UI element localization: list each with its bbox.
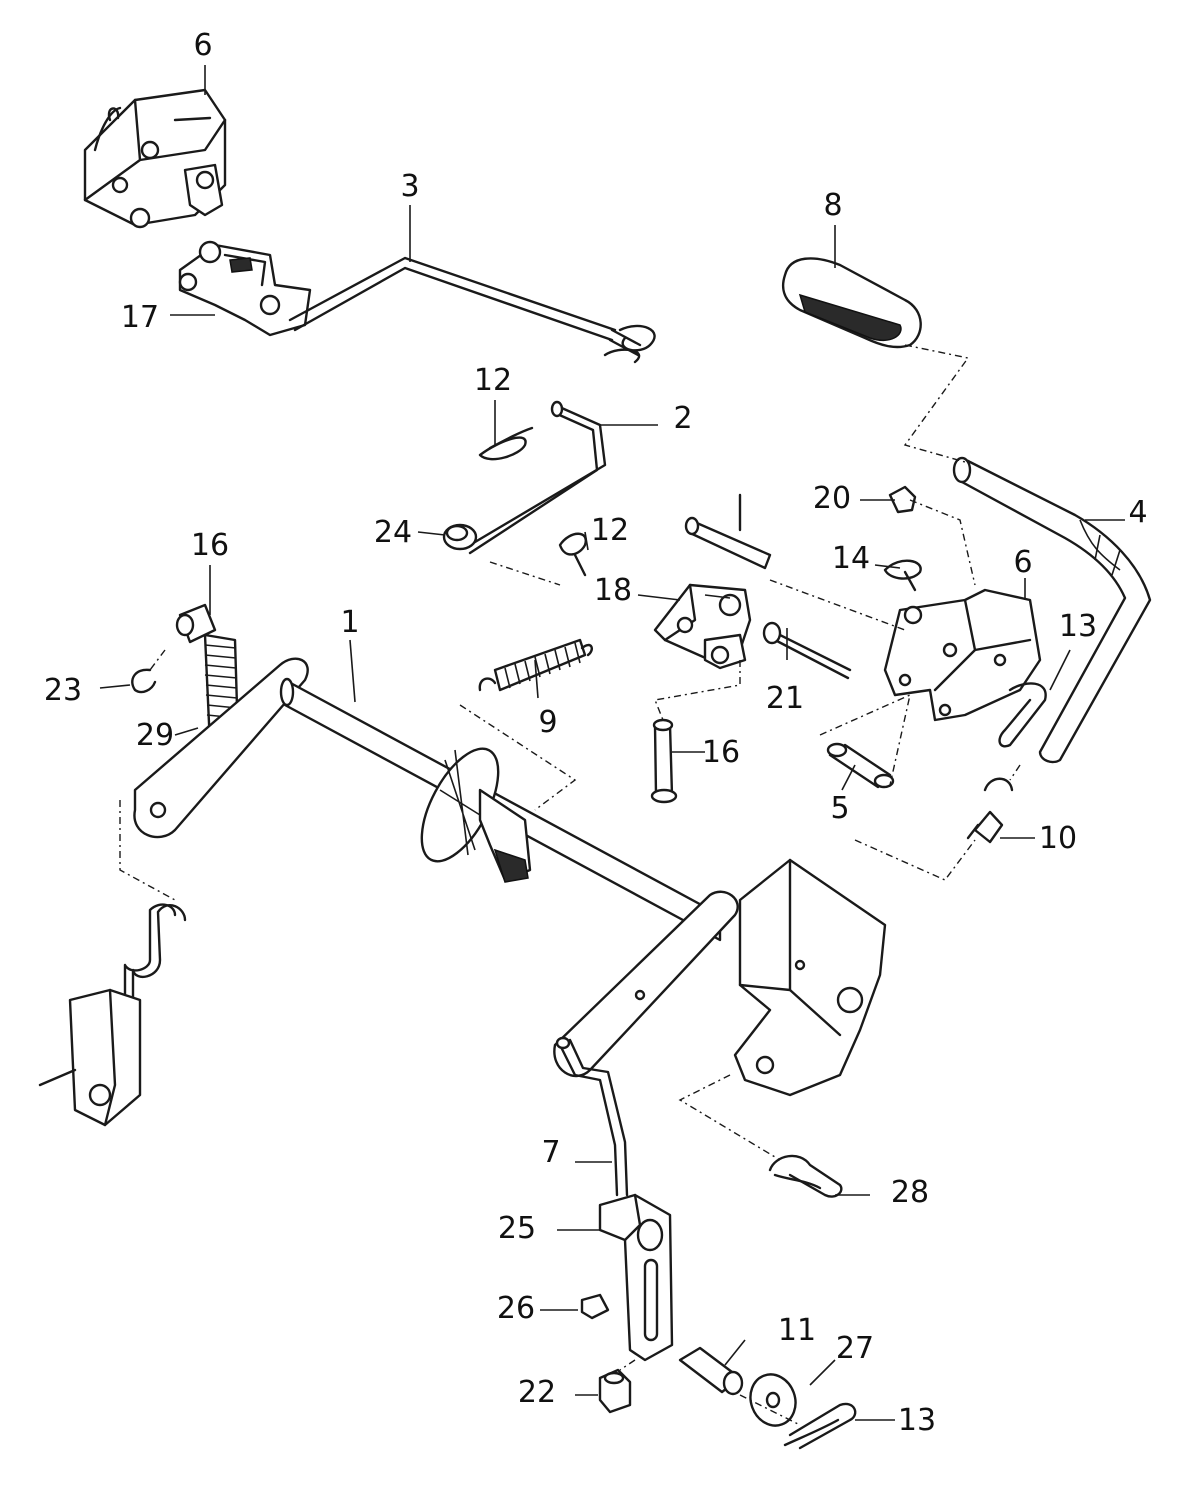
callout-6-right: 6 bbox=[1013, 545, 1032, 580]
callout-29: 29 bbox=[136, 718, 174, 753]
callout-7: 7 bbox=[541, 1135, 560, 1170]
callout-11: 11 bbox=[778, 1313, 816, 1348]
part-25-slotted-bracket bbox=[598, 1193, 674, 1362]
part-3-clip bbox=[603, 324, 656, 364]
part-18-pivot-bracket bbox=[653, 583, 752, 670]
callout-16-upper: 16 bbox=[191, 528, 229, 563]
part-23-e-clip bbox=[131, 668, 157, 694]
part-22-nut bbox=[598, 1368, 632, 1414]
callout-labels: 6 3 8 17 12 2 20 4 24 12 14 6 16 18 13 1… bbox=[44, 28, 1148, 1438]
part-20-bolt bbox=[888, 485, 917, 514]
callout-4: 4 bbox=[1128, 495, 1147, 530]
callout-20: 20 bbox=[813, 481, 851, 516]
leader-lines bbox=[99, 65, 1125, 1421]
callout-25: 25 bbox=[498, 1211, 536, 1246]
callout-14: 14 bbox=[832, 541, 870, 576]
callout-17: 17 bbox=[121, 300, 159, 335]
part-27-washer bbox=[749, 1373, 797, 1427]
part-7-rod bbox=[555, 1036, 629, 1197]
part-6-bracket-right bbox=[883, 588, 1042, 722]
part-26-nut bbox=[580, 1293, 610, 1320]
left-lower-link bbox=[38, 903, 187, 1127]
pivot-pin bbox=[684, 493, 772, 570]
part-11-pin bbox=[678, 1346, 744, 1396]
part-2-rod bbox=[468, 400, 607, 555]
callout-21: 21 bbox=[766, 681, 804, 716]
part-12-clip-top bbox=[478, 426, 534, 461]
callout-10: 10 bbox=[1039, 821, 1077, 856]
callout-18: 18 bbox=[594, 573, 632, 608]
part-21-bolt bbox=[762, 621, 852, 680]
callout-5: 5 bbox=[830, 791, 849, 826]
part-9-extension-spring bbox=[478, 638, 593, 692]
part-28-clip bbox=[768, 1154, 843, 1198]
part-8-handle-grip bbox=[781, 257, 922, 349]
callout-12-top: 12 bbox=[474, 363, 512, 398]
part-12-clip-lower bbox=[558, 532, 587, 577]
callout-16-lower: 16 bbox=[702, 735, 740, 770]
part-3-rod bbox=[288, 256, 642, 357]
part-14-clip bbox=[883, 559, 922, 592]
part-1-cross-shaft bbox=[133, 657, 887, 1097]
callout-9: 9 bbox=[538, 705, 557, 740]
part-16-pin-upper bbox=[175, 603, 217, 644]
part-4-handle-bar bbox=[952, 456, 1152, 764]
callout-22: 22 bbox=[518, 1375, 556, 1410]
callout-26: 26 bbox=[497, 1291, 535, 1326]
callout-27: 27 bbox=[836, 1331, 874, 1366]
part-10-spring bbox=[966, 777, 1014, 844]
callout-24: 24 bbox=[374, 515, 412, 550]
callout-13-bottom: 13 bbox=[898, 1403, 936, 1438]
part-13-clip-bottom bbox=[783, 1402, 857, 1450]
callout-28: 28 bbox=[891, 1175, 929, 1210]
callout-13-right: 13 bbox=[1059, 609, 1097, 644]
callout-2: 2 bbox=[673, 401, 692, 436]
callout-3: 3 bbox=[400, 169, 419, 204]
part-13-clip-right bbox=[998, 682, 1047, 748]
part-24-bushing bbox=[442, 523, 478, 551]
assembly-dash-lines bbox=[119, 344, 1021, 1426]
callout-6-top-left: 6 bbox=[193, 28, 212, 63]
part-17-linkage-bracket bbox=[178, 240, 312, 337]
part-16-pin-lower bbox=[650, 718, 678, 804]
part-6-bracket-top-left bbox=[83, 88, 227, 229]
part-5-spacer bbox=[826, 742, 895, 789]
callout-23: 23 bbox=[44, 673, 82, 708]
callout-12-lower: 12 bbox=[591, 513, 629, 548]
callout-8: 8 bbox=[823, 188, 842, 223]
callout-1: 1 bbox=[340, 605, 359, 640]
